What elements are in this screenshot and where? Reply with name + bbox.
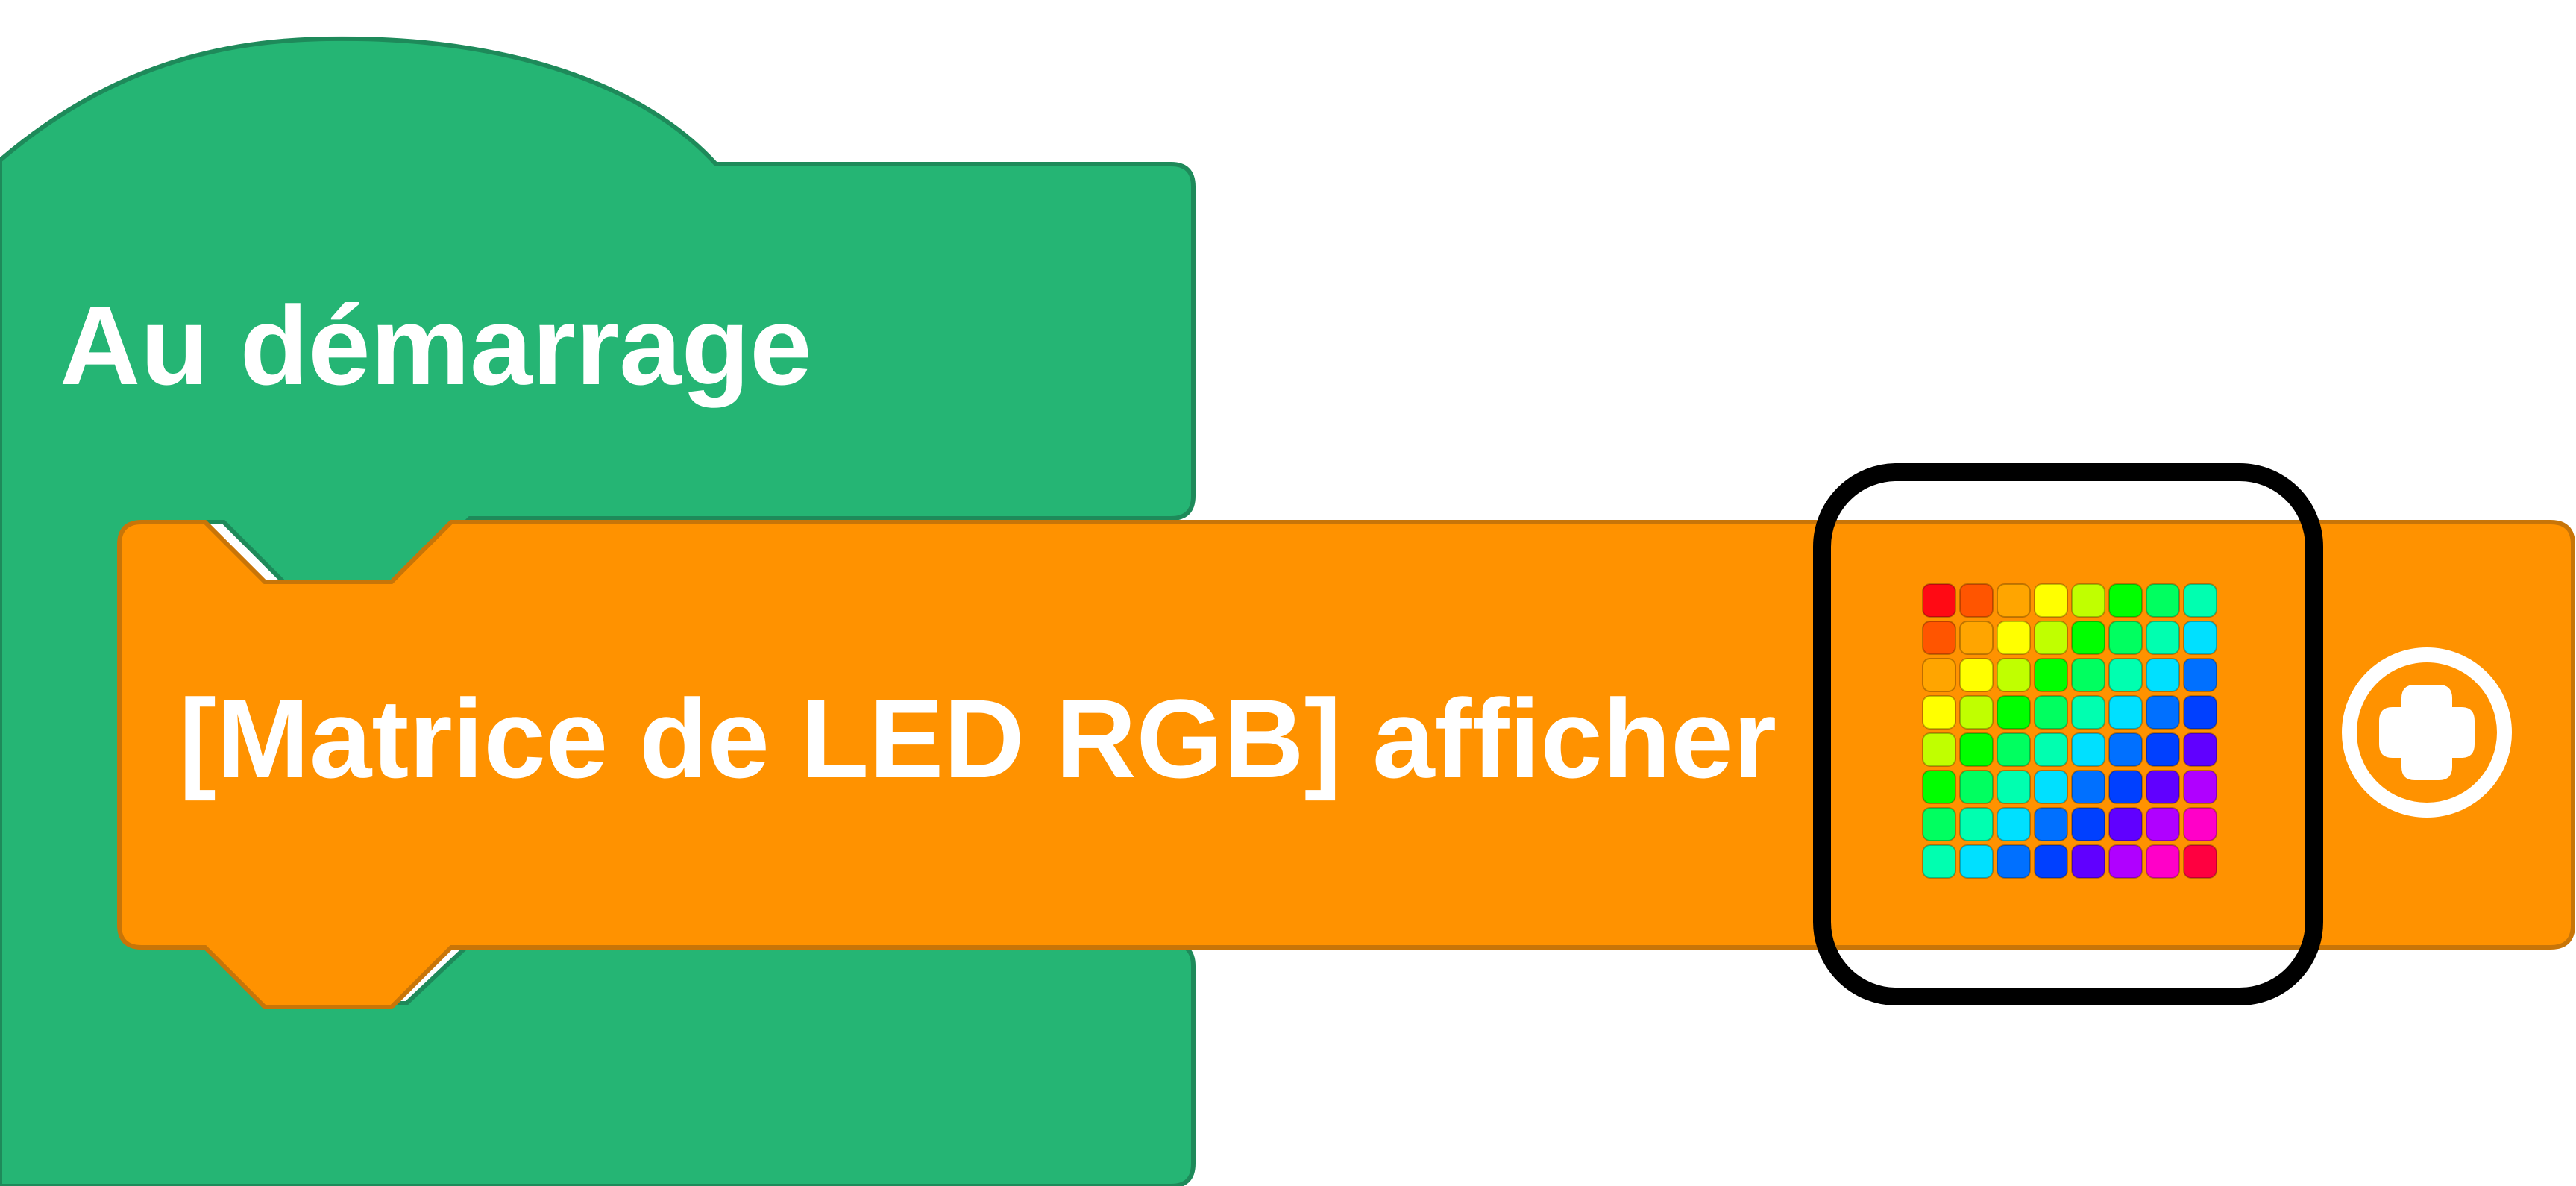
led-pixel	[2071, 658, 2105, 692]
led-pixel	[1922, 807, 1956, 841]
plus-circle-icon[interactable]	[2342, 647, 2512, 818]
led-pixel	[2034, 658, 2068, 692]
led-pixel	[2183, 695, 2217, 730]
led-pixel	[1997, 621, 2031, 655]
led-pixel	[2034, 770, 2068, 804]
led-pixel	[1997, 807, 2031, 841]
led-pixel	[2034, 807, 2068, 841]
command-block-shape[interactable]	[117, 520, 2575, 1009]
led-pixel	[2034, 695, 2068, 730]
led-pixel	[1959, 732, 1994, 767]
led-pixel	[2146, 844, 2180, 879]
add-button[interactable]	[2342, 647, 2512, 818]
led-matrix-display-block[interactable]: [Matrice de LED RGB] afficher	[117, 463, 2575, 1009]
command-block-label: [Matrice de LED RGB] afficher	[179, 676, 1777, 801]
led-pixel	[1922, 621, 1956, 655]
hat-block-label: Au démarrage	[60, 283, 812, 408]
led-pixel	[1997, 844, 2031, 879]
led-pixel	[1997, 770, 2031, 804]
led-pixel	[2146, 658, 2180, 692]
led-pixel	[2108, 807, 2143, 841]
led-pixel	[2183, 583, 2217, 618]
led-pixel	[1922, 770, 1956, 804]
led-pixel	[1922, 658, 1956, 692]
led-pixel	[2071, 621, 2105, 655]
led-pixel	[2108, 732, 2143, 767]
led-pixel	[2108, 658, 2143, 692]
led-pixel	[1922, 844, 1956, 879]
led-pixel	[2071, 844, 2105, 879]
led-pixel	[2034, 583, 2068, 618]
led-pixel	[1959, 695, 1994, 730]
led-pixel	[2071, 583, 2105, 618]
led-pixel	[2183, 807, 2217, 841]
led-pixel	[1922, 583, 1956, 618]
led-pixel	[1997, 695, 2031, 730]
plus-icon	[2379, 685, 2475, 780]
led-pixel	[2183, 770, 2217, 804]
led-pixel	[1959, 807, 1994, 841]
led-matrix-field[interactable]	[1922, 583, 2217, 879]
led-pixel	[2183, 732, 2217, 767]
led-pixel	[2183, 844, 2217, 879]
led-pixel	[2108, 695, 2143, 730]
led-pixel	[1959, 583, 1994, 618]
led-pixel	[1959, 621, 1994, 655]
led-pixel	[2034, 844, 2068, 879]
highlight-frame	[1813, 463, 2323, 1005]
led-pixel	[1997, 732, 2031, 767]
led-pixel	[2146, 583, 2180, 618]
led-pixel	[1959, 844, 1994, 879]
led-pixel	[2183, 621, 2217, 655]
led-pixel	[2146, 807, 2180, 841]
led-pixel	[2146, 732, 2180, 767]
led-pixel	[2108, 621, 2143, 655]
led-pixel	[1959, 658, 1994, 692]
led-pixel	[1922, 695, 1956, 730]
hat-block[interactable]: Au démarrage	[0, 36, 1196, 1186]
led-pixel	[2034, 732, 2068, 767]
led-pixel	[2071, 695, 2105, 730]
led-pixel	[2108, 844, 2143, 879]
led-pixel	[2034, 621, 2068, 655]
led-pixel	[1959, 770, 1994, 804]
led-pixel	[1922, 732, 1956, 767]
led-pixel	[2071, 732, 2105, 767]
led-pixel	[2146, 770, 2180, 804]
led-pixel	[2146, 695, 2180, 730]
led-pixel	[2108, 770, 2143, 804]
led-pixel	[2071, 770, 2105, 804]
led-pixel	[2146, 621, 2180, 655]
led-pixel	[2071, 807, 2105, 841]
led-pixel	[1997, 658, 2031, 692]
led-pixel	[2108, 583, 2143, 618]
led-pixel	[2183, 658, 2217, 692]
led-pixel	[1997, 583, 2031, 618]
